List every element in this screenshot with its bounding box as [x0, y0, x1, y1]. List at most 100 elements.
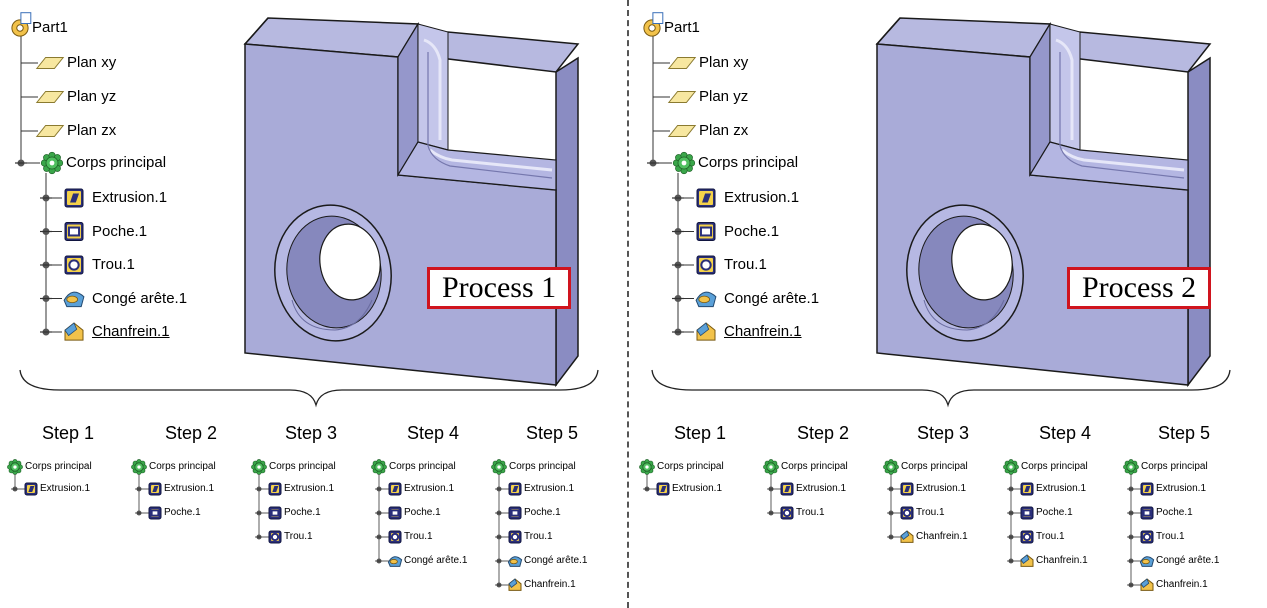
step-feature-label: Poche.1 [1156, 507, 1193, 518]
step-feature-label: Trou.1 [404, 531, 433, 542]
tree-plane-label: Plan xy [699, 54, 749, 71]
step-feature-label: Trou.1 [1156, 531, 1185, 542]
step-tree [639, 459, 670, 496]
plane-icon [667, 91, 697, 103]
step-body-label: Corps principal [25, 461, 92, 472]
tree-plane-label: Plan xy [67, 54, 117, 71]
step-feature-label: Trou.1 [796, 507, 825, 518]
pocket-icon [508, 506, 522, 520]
step-tree [251, 459, 282, 544]
process-label: Process 2 [1067, 267, 1212, 309]
hole-icon [268, 530, 282, 544]
tree-feature-label[interactable]: Trou.1 [92, 256, 135, 273]
body-icon [883, 459, 899, 475]
step-body-label: Corps principal [781, 461, 848, 472]
extrusion-icon [148, 482, 162, 496]
step-tree [371, 459, 403, 567]
step-tree [883, 459, 914, 543]
chamfer-icon [696, 322, 716, 341]
body-icon [7, 459, 23, 475]
collapse-body-icon[interactable] [15, 159, 27, 167]
body-icon [251, 459, 267, 475]
chamfer-icon [900, 530, 914, 543]
step-title: Step 4 [406, 423, 460, 443]
pocket-icon [1140, 506, 1154, 520]
step-feature-label: Extrusion.1 [1036, 483, 1087, 494]
body-icon [763, 459, 779, 475]
tree-feature-label[interactable]: Chanfrein.1 [724, 323, 802, 340]
step-title: Step 1 [41, 423, 95, 443]
tree-feature-label[interactable]: Poche.1 [92, 222, 148, 240]
extrusion-icon [656, 482, 670, 496]
tree-plane-label: Plan yz [699, 88, 749, 105]
grouping-brace [651, 369, 1231, 408]
fillet-icon [1139, 556, 1155, 567]
part-3d-model [875, 17, 1212, 388]
extrusion-icon [696, 188, 716, 208]
tree-plane-label: Plan yz [67, 88, 117, 105]
hole-icon [64, 255, 84, 275]
step-tree [7, 459, 38, 496]
extrusion-icon [780, 482, 794, 496]
step-body-label: Corps principal [389, 461, 456, 472]
extrusion-icon [388, 482, 402, 496]
tree-feature-label[interactable]: Extrusion.1 [92, 189, 168, 206]
body-icon [1003, 459, 1019, 475]
step-feature-label: Extrusion.1 [524, 483, 575, 494]
extrusion-icon [508, 482, 522, 496]
tree-body-label: Corps principal [66, 154, 167, 171]
tree-feature-label[interactable]: Congé arête.1 [724, 289, 820, 307]
step-body-label: Corps principal [269, 461, 336, 472]
step-title: Step 5 [1157, 423, 1211, 443]
step-feature-label: Trou.1 [524, 531, 553, 542]
part-icon [11, 12, 32, 37]
hole-icon [388, 530, 402, 544]
step-feature-label: Extrusion.1 [672, 483, 723, 494]
fillet-icon [695, 291, 717, 308]
step-body-label: Corps principal [1021, 461, 1088, 472]
step-feature-label: Extrusion.1 [796, 483, 847, 494]
step-body-label: Corps principal [657, 461, 724, 472]
plane-icon [35, 125, 65, 137]
hole-icon [1020, 530, 1034, 544]
step-feature-label: Chanfrein.1 [524, 579, 576, 590]
step-tree [763, 459, 794, 520]
step-title: Step 4 [1038, 423, 1092, 443]
step-feature-label: Trou.1 [916, 507, 945, 518]
step-feature-label: Extrusion.1 [916, 483, 967, 494]
step-feature-label: Trou.1 [1036, 531, 1065, 542]
step-feature-label: Congé arête.1 [404, 555, 468, 566]
body-icon [131, 459, 147, 475]
tree-feature-label[interactable]: Trou.1 [724, 256, 767, 273]
hole-icon [780, 506, 794, 520]
step-body-label: Corps principal [1141, 461, 1208, 472]
tree-feature-label[interactable]: Chanfrein.1 [92, 323, 170, 340]
chamfer-icon [64, 322, 84, 341]
hole-icon [696, 255, 716, 275]
grouping-brace [19, 369, 599, 408]
body-icon [639, 459, 655, 475]
part-icon [643, 12, 664, 37]
collapse-body-icon[interactable] [647, 159, 659, 167]
body-icon [491, 459, 507, 475]
body-icon [672, 151, 696, 175]
step-tree [491, 459, 523, 591]
step-feature-label: Poche.1 [164, 507, 201, 518]
step-title: Step 1 [673, 423, 727, 443]
tree-feature-label[interactable]: Congé arête.1 [92, 289, 188, 307]
step-feature-label: Poche.1 [404, 507, 441, 518]
step-feature-label: Chanfrein.1 [1156, 579, 1208, 590]
body-icon [1123, 459, 1139, 475]
tree-feature-label[interactable]: Poche.1 [724, 222, 780, 240]
step-body-label: Corps principal [509, 461, 576, 472]
step-feature-label: Extrusion.1 [1156, 483, 1207, 494]
chamfer-icon [1140, 578, 1154, 591]
pocket-icon [1020, 506, 1034, 520]
step-title: Step 2 [796, 423, 850, 443]
step-feature-label: Congé arête.1 [524, 555, 588, 566]
hole-icon [508, 530, 522, 544]
tree-feature-label[interactable]: Extrusion.1 [724, 189, 800, 206]
chamfer-icon [1020, 554, 1034, 567]
